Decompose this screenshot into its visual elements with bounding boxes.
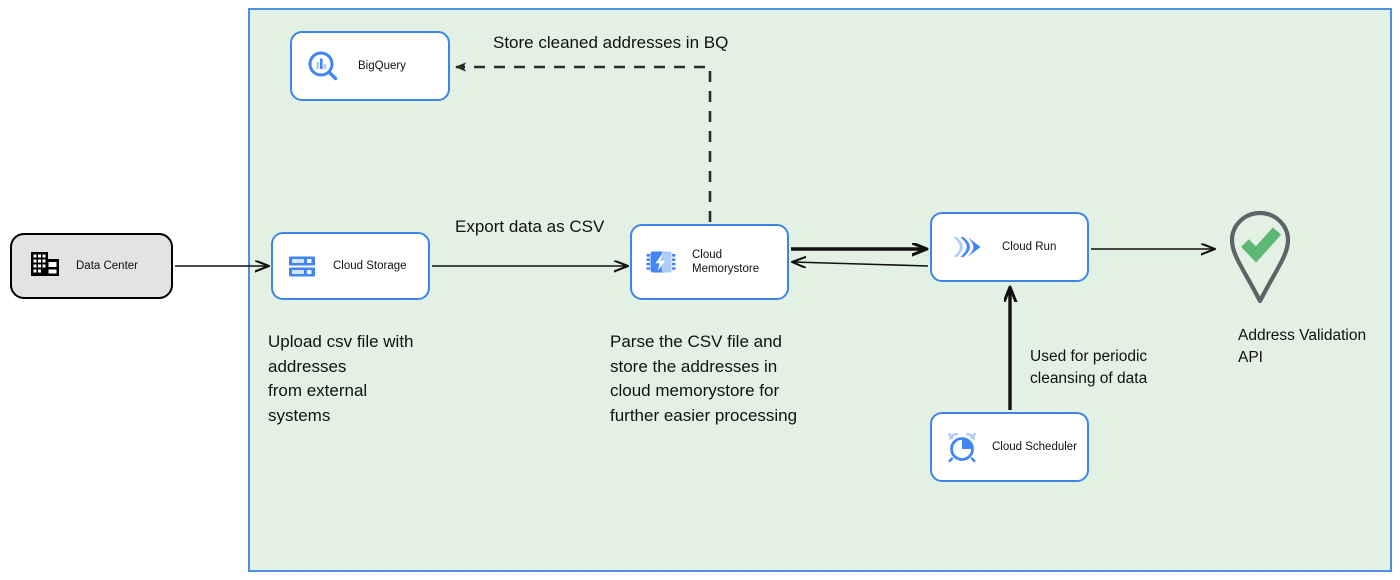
map-pin-check-icon: [1229, 210, 1291, 304]
note-parse-csv-file: Parse the CSV file and store the address…: [610, 332, 798, 425]
node-label-cloud-storage: Cloud Storage: [333, 259, 407, 272]
node-label-data-center: Data Center: [76, 260, 139, 272]
node-cloud-run[interactable]: Cloud Run: [930, 212, 1089, 282]
cloud-boundary-container: [248, 8, 1392, 572]
note-export-data-as-csv: Export data as CSV: [455, 217, 605, 236]
node-label-bigquery: BigQuery: [358, 59, 406, 72]
bigquery-icon: [306, 49, 340, 83]
cloud-memorystore-icon: [646, 247, 676, 277]
node-bigquery[interactable]: BigQuery: [290, 31, 450, 101]
node-cloud-storage[interactable]: Cloud Storage: [271, 232, 430, 300]
cloud-storage-icon: [287, 251, 317, 281]
node-label-cloud-memorystore: Cloud Memorystore: [692, 248, 760, 275]
datacenter-building-icon: [30, 250, 60, 283]
node-label-cloud-run: Cloud Run: [1002, 240, 1057, 253]
node-label-cloud-scheduler: Cloud Scheduler: [992, 440, 1078, 453]
node-data-center[interactable]: Data Center: [10, 233, 173, 299]
node-cloud-scheduler[interactable]: Cloud Scheduler: [930, 412, 1089, 482]
note-upload-csv-file: Upload csv file with addresses from exte…: [268, 332, 414, 425]
label-address-validation-api: Address Validation API: [1238, 327, 1367, 366]
note-store-cleaned-addresses-in-bq: Store cleaned addresses in BQ: [493, 33, 729, 52]
cloud-scheduler-icon: [946, 431, 978, 463]
cloud-run-icon: [950, 232, 984, 262]
note-periodic-cleansing: Used for periodic cleansing of data: [1030, 348, 1148, 387]
node-address-validation-api[interactable]: [1214, 205, 1306, 315]
node-cloud-memorystore[interactable]: Cloud Memorystore: [630, 224, 789, 300]
